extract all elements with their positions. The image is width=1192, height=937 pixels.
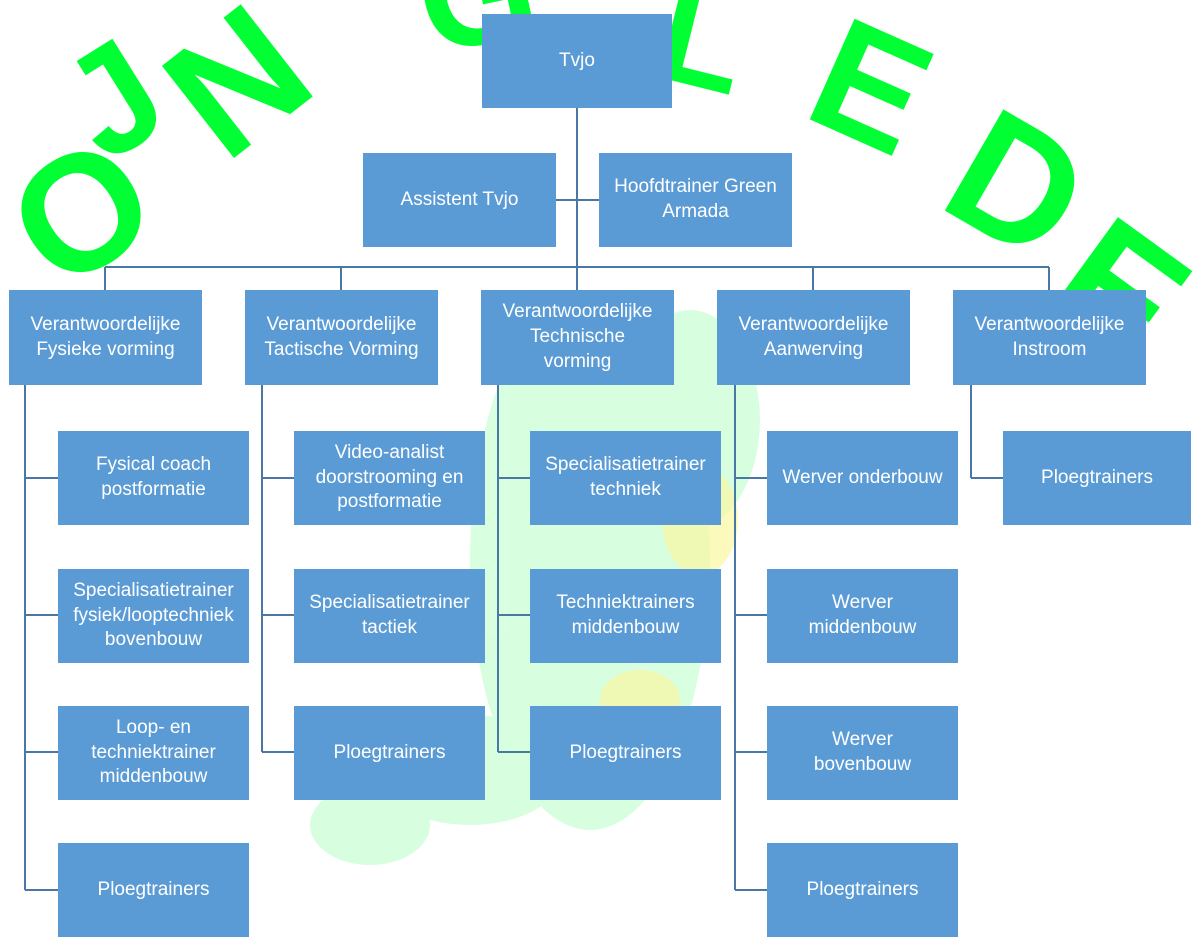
child-box: Werver middenbouw (767, 569, 958, 663)
child-box: Techniektrainers middenbouw (530, 569, 721, 663)
head-trainer-box: Hoofdtrainer Green Armada (599, 153, 792, 247)
dept-technische-vorming: Verantwoordelijke Technische vorming (481, 290, 674, 385)
child-box: Werver onderbouw (767, 431, 958, 525)
child-box: Ploegtrainers (58, 843, 249, 937)
assistant-tvjo-box: Assistent Tvjo (363, 153, 556, 247)
child-box: Ploegtrainers (1003, 431, 1191, 525)
child-box: Werver bovenbouw (767, 706, 958, 800)
child-box: Ploegtrainers (767, 843, 958, 937)
dept-instroom: Verantwoordelijke Instroom (953, 290, 1146, 385)
tvjo-box: Tvjo (482, 14, 672, 108)
dept-fysieke-vorming: Verantwoordelijke Fysieke vorming (9, 290, 202, 385)
child-box: Video-analist doorstrooming en postforma… (294, 431, 485, 525)
child-box: Fysical coach postformatie (58, 431, 249, 525)
child-box: Specialisatietrainer techniek (530, 431, 721, 525)
child-box: Loop- en techniektrainer middenbouw (58, 706, 249, 800)
dept-tactische-vorming: Verantwoordelijke Tactische Vorming (245, 290, 438, 385)
child-box: Specialisatietrainer fysiek/looptechniek… (58, 569, 249, 663)
dept-aanwerving: Verantwoordelijke Aanwerving (717, 290, 910, 385)
child-box: Specialisatietrainer tactiek (294, 569, 485, 663)
child-box: Ploegtrainers (530, 706, 721, 800)
child-box: Ploegtrainers (294, 706, 485, 800)
